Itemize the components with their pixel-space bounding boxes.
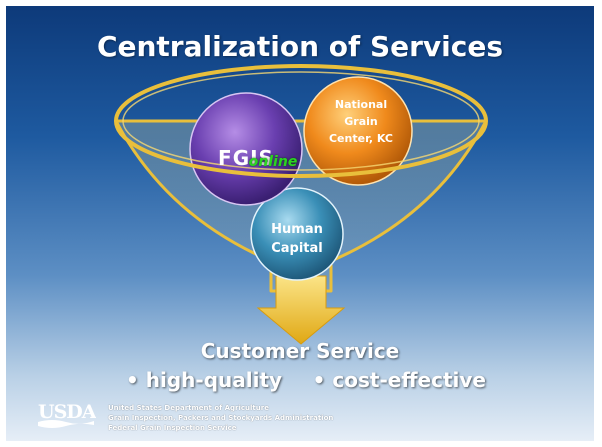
funnel-rim xyxy=(114,64,488,178)
national-grain-center-label: National Grain Center, KC xyxy=(306,96,416,147)
hc-line-1: Human xyxy=(271,222,323,237)
ngc-line-3: Center, KC xyxy=(328,132,393,145)
down-arrow xyxy=(256,275,346,345)
slide: Centralization of Services FGIS online N… xyxy=(6,6,594,441)
usda-logo: USDA xyxy=(38,401,96,428)
bullet-cost-effective: cost-effective xyxy=(313,368,486,392)
national-grain-center-circle xyxy=(303,76,413,186)
footer-line-1: United States Department of Agriculture xyxy=(108,404,269,412)
hc-line-2: Capital xyxy=(271,241,323,256)
human-capital-circle xyxy=(250,187,344,281)
fgis-online-label: online xyxy=(248,154,298,170)
footer-line-2: Grain Inspection, Packers and Stockyards… xyxy=(108,414,334,422)
ngc-line-2: Grain xyxy=(344,115,378,128)
footer-line-3: Federal Grain Inspection Service xyxy=(108,424,237,432)
customer-service-title: Customer Service xyxy=(200,339,400,363)
bullet-high-quality: high-quality xyxy=(126,368,282,392)
funnel-diagram xyxy=(114,64,488,345)
svg-text:USDA: USDA xyxy=(38,401,96,423)
human-capital-label: Human Capital xyxy=(249,220,345,258)
customer-service-bullets: high-quality cost-effective xyxy=(126,368,486,392)
footer-agency-text: United States Department of Agriculture … xyxy=(108,403,333,433)
fgis-label: FGIS xyxy=(218,146,274,170)
ngc-line-1: National xyxy=(334,98,388,111)
funnel-rim-inner xyxy=(122,71,480,171)
slide-title: Centralization of Services xyxy=(96,30,504,63)
